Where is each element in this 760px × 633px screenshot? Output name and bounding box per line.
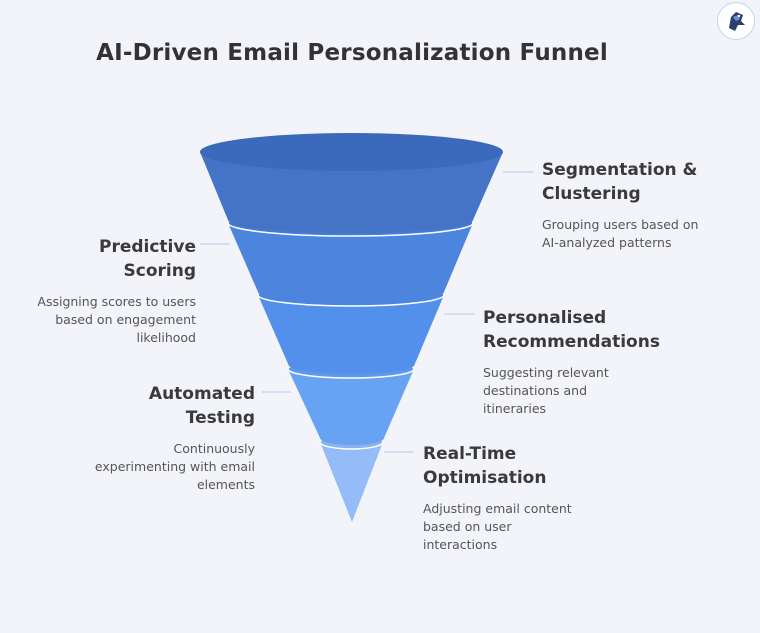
stage-desc-line: AI-analyzed patterns <box>542 235 672 250</box>
stage-description: Suggesting relevant destinations and iti… <box>483 364 708 418</box>
funnel-layer-2 <box>228 223 473 303</box>
diagram-title: AI-Driven Email Personalization Funnel <box>96 40 608 66</box>
funnel-layer-4 <box>288 369 414 445</box>
stage-desc-line: Continuously <box>173 441 255 456</box>
stage-realtime-optimisation: Real-Time Optimisation Adjusting email c… <box>423 442 643 554</box>
stage-automated-testing: Automated Testing Continuously experimen… <box>40 382 255 494</box>
stage-title: Real-Time Optimisation <box>423 442 643 490</box>
funnel-layer-5 <box>320 442 383 522</box>
funnel-layer-3 <box>258 295 444 374</box>
stage-description: Adjusting email content based on user in… <box>423 500 643 554</box>
stage-desc-line: destinations and <box>483 383 588 398</box>
stage-title-line: Recommendations <box>483 332 660 352</box>
stage-desc-line: based on user <box>423 519 512 534</box>
stage-title-line: Automated <box>148 384 255 404</box>
stage-description: Assigning scores to users based on engag… <box>0 293 196 347</box>
stage-desc-line: Assigning scores to users <box>37 294 196 309</box>
brand-logo[interactable] <box>717 2 755 40</box>
stage-title: Personalised Recommendations <box>483 306 708 354</box>
stage-predictive-scoring: Predictive Scoring Assigning scores to u… <box>0 235 196 347</box>
stage-title-line: Personalised <box>483 308 607 328</box>
stage-title-line: Clustering <box>542 184 641 204</box>
funnel-layer-1-rim <box>200 133 503 171</box>
stage-title-line: Scoring <box>123 261 196 281</box>
stage-desc-line: experimenting with email <box>94 459 255 474</box>
stage-title-line: Optimisation <box>423 468 547 488</box>
stage-title: Segmentation & Clustering <box>542 158 752 206</box>
stage-desc-line: interactions <box>423 537 498 552</box>
stage-desc-line: based on engagement <box>55 312 196 327</box>
stage-desc-line: likelihood <box>136 330 196 345</box>
stage-segmentation: Segmentation & Clustering Grouping users… <box>542 158 752 252</box>
stage-recommendations: Personalised Recommendations Suggesting … <box>483 306 708 418</box>
stage-title: Automated Testing <box>40 382 255 430</box>
stage-title: Predictive Scoring <box>0 235 196 283</box>
stage-desc-line: elements <box>196 477 255 492</box>
stage-desc-line: Grouping users based on <box>542 217 699 232</box>
stage-title-line: Segmentation & <box>542 160 698 180</box>
stage-title-line: Predictive <box>98 237 196 257</box>
funnel-layer-1 <box>200 152 503 234</box>
stage-desc-line: Adjusting email content <box>423 501 572 516</box>
stage-title-line: Real-Time <box>423 444 517 464</box>
brand-logo-icon <box>729 12 745 31</box>
stage-description: Continuously experimenting with email el… <box>40 440 255 494</box>
stage-title-line: Testing <box>185 408 255 428</box>
stage-description: Grouping users based on AI-analyzed patt… <box>542 216 752 252</box>
stage-desc-line: itineraries <box>483 401 547 416</box>
stage-desc-line: Suggesting relevant <box>483 365 609 380</box>
